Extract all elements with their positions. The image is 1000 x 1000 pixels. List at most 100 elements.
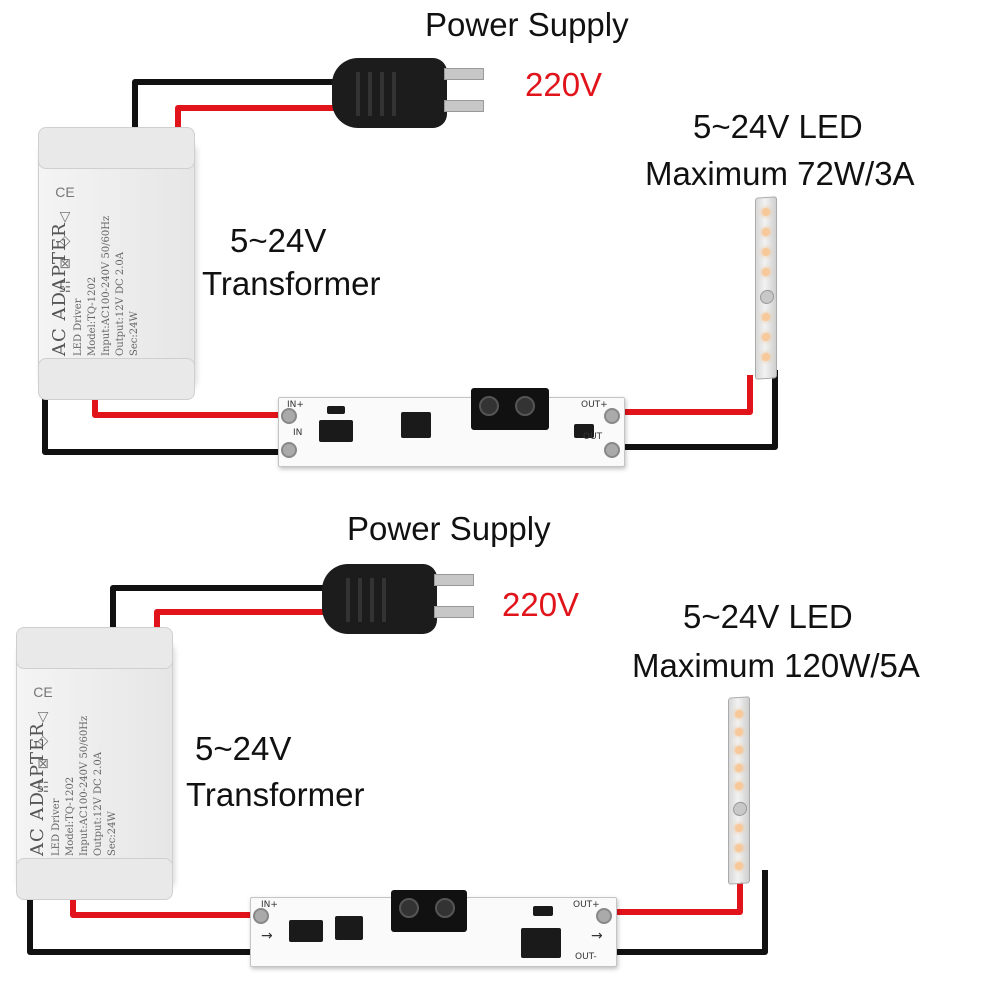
adapter-cap <box>38 358 195 400</box>
pcb-pad-out-plus <box>596 908 612 924</box>
top-plug-body <box>332 58 447 128</box>
led-dot <box>762 332 770 342</box>
led-dot <box>762 312 770 322</box>
plug-grip <box>392 72 396 116</box>
arrow-right-icon: → <box>591 928 603 944</box>
bottom-black-wire-pcb-to-led <box>605 870 768 955</box>
bottom-voltage-label: 220V <box>502 586 580 623</box>
adapter-input: Input:AC100-240V 50/60Hz <box>79 715 91 856</box>
adapter-cert-icons: CE▽◇⊠☷ <box>33 684 53 796</box>
led-dot <box>735 745 743 755</box>
pcb-in-minus-label: IN <box>293 428 303 438</box>
top-red-wire-adapter-to-plug <box>175 105 340 150</box>
bottom-power-plug <box>312 564 474 634</box>
pcb-out-plus-label: OUT+ <box>581 400 608 410</box>
led-dot <box>762 267 770 277</box>
bottom-adapter-plate: AC ADAPTER LED Driver Model:TQ-1202 Inpu… <box>25 671 165 856</box>
plug-prong <box>444 100 484 112</box>
top-led-line1: 5~24V LED <box>693 108 863 145</box>
adapter-output: Output:12V DC 2.0A <box>115 252 127 356</box>
arrow-right-icon: → <box>261 928 273 944</box>
plug-grip <box>370 578 374 622</box>
bottom-red-wire-adapter-to-plug <box>154 609 330 650</box>
adapter-output: Output:12V DC 2.0A <box>93 752 105 856</box>
pcb-pad-out-plus <box>604 408 620 424</box>
plug-prong <box>444 68 484 80</box>
terminal-screw <box>399 898 419 918</box>
led-dot <box>762 227 770 237</box>
plug-grip <box>380 72 384 116</box>
led-dot <box>735 781 743 791</box>
bottom-transformer-line1: 5~24V <box>195 730 292 767</box>
bottom-power-supply-label: Power Supply <box>347 510 551 547</box>
bottom-sensor-pcb: IN+ → → OUT+ OUT- <box>250 890 617 967</box>
pcb-transistor <box>574 424 594 438</box>
bottom-led-strip <box>728 696 750 885</box>
led-dot <box>762 352 770 362</box>
plug-grip <box>382 578 386 622</box>
bottom-black-wire-adapter-to-pcb <box>27 880 255 955</box>
top-power-supply-label: Power Supply <box>425 6 629 43</box>
terminal-screw <box>515 396 535 416</box>
pcb-pad-in-minus <box>281 442 297 458</box>
adapter-cap <box>16 858 173 900</box>
pcb-ic <box>401 412 431 438</box>
led-dot <box>735 823 743 833</box>
plug-grip <box>358 578 362 622</box>
adapter-model: Model:TQ-1202 <box>87 276 99 356</box>
top-ac-adapter: CE▽◇⊠☷ AC ADAPTER LED Driver Model:TQ-12… <box>38 127 195 400</box>
plug-grip <box>356 72 360 116</box>
led-dot <box>762 247 770 257</box>
pcb-out-plus-label: OUT+ <box>573 900 600 910</box>
pcb-out-minus-label: OUT- <box>575 952 597 962</box>
led-dot <box>735 843 743 853</box>
plug-prong <box>434 606 474 618</box>
adapter-cap <box>38 127 195 169</box>
adapter-subtitle: LED Driver <box>51 798 63 856</box>
pcb-terminal-block <box>471 388 549 430</box>
terminal-screw <box>435 898 455 918</box>
pcb-diode <box>533 906 553 916</box>
adapter-sec: Sec:24W <box>129 311 141 356</box>
bottom-transformer-line2: Transformer <box>186 776 365 813</box>
adapter-cert-icons: CE▽◇⊠☷ <box>55 184 75 296</box>
led-dot <box>735 861 743 871</box>
bottom-ac-adapter: CE▽◇⊠☷ AC ADAPTER LED Driver Model:TQ-12… <box>16 627 173 900</box>
led-dot <box>735 763 743 773</box>
pcb-regulator <box>289 920 323 942</box>
led-sensor <box>733 801 747 817</box>
led-dot <box>762 207 770 217</box>
top-transformer-line2: Transformer <box>202 265 381 302</box>
plug-grip <box>368 72 372 116</box>
top-adapter-plate: AC ADAPTER LED Driver Model:TQ-1202 Inpu… <box>47 171 187 356</box>
pcb-ic <box>335 916 363 940</box>
pcb-terminal-block <box>391 890 467 932</box>
led-dot <box>735 709 743 719</box>
top-black-wire-adapter-to-pcb <box>42 380 285 455</box>
pcb-in-plus-label: IN+ <box>261 900 278 910</box>
adapter-sec: Sec:24W <box>107 811 119 856</box>
adapter-input: Input:AC100-240V 50/60Hz <box>101 215 113 356</box>
bottom-plug-body <box>322 564 437 634</box>
adapter-title: AC ADAPTER <box>49 222 70 356</box>
top-transformer-line1: 5~24V <box>230 222 327 259</box>
pcb-in-plus-label: IN+ <box>287 400 304 410</box>
top-black-wire-pcb-to-led <box>615 370 778 450</box>
pcb-pad-in-plus <box>281 408 297 424</box>
plug-prong <box>434 574 474 586</box>
top-sensor-pcb: IN+ IN OUT+ OUT <box>278 388 625 467</box>
led-dot <box>735 727 743 737</box>
adapter-title: AC ADAPTER <box>27 722 48 856</box>
bottom-red-wire-pcb-to-led <box>605 870 743 915</box>
pcb-pad-in-plus <box>253 908 269 924</box>
pcb-mosfet <box>521 928 561 958</box>
top-red-wire-pcb-to-led <box>615 375 753 415</box>
adapter-subtitle: LED Driver <box>73 298 85 356</box>
top-power-plug <box>322 58 484 128</box>
top-led-line2: Maximum 72W/3A <box>645 155 915 192</box>
top-led-strip <box>755 196 777 380</box>
terminal-screw <box>479 396 499 416</box>
bottom-led-line1: 5~24V LED <box>683 598 853 635</box>
pcb-out-minus-label: OUT <box>583 432 603 442</box>
